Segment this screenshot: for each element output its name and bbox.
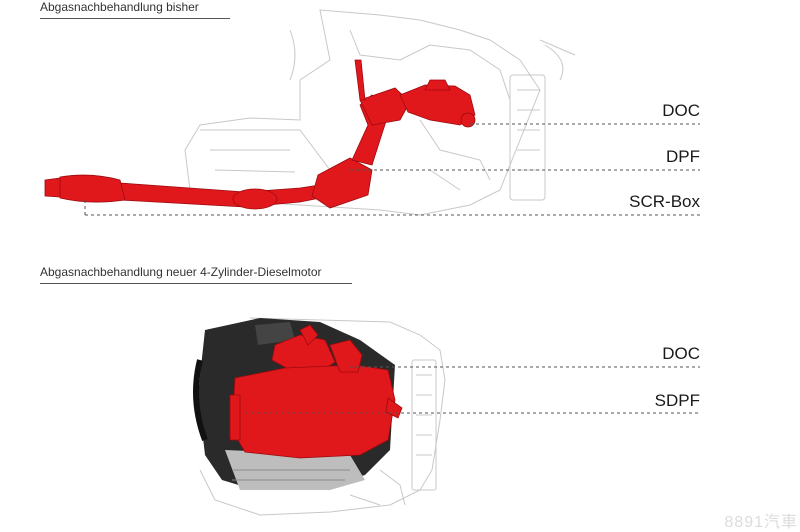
exhaust-system-new — [229, 324, 403, 459]
leader-lines-new — [245, 366, 700, 414]
vehicle-outline-previous — [184, 9, 576, 216]
label-sdpf-new: SDPF — [654, 391, 700, 410]
label-scr-box-previous: SCR-Box — [629, 192, 700, 211]
leader-lines-previous — [84, 123, 700, 216]
label-doc-previous: DOC — [662, 101, 700, 120]
watermark-logo: 8891汽車 — [724, 514, 798, 531]
exhaust-system-previous — [44, 59, 476, 210]
section-title-new-engine: Abgasnachbehandlung neuer 4-Zylinder-Die… — [40, 265, 352, 284]
label-dpf-previous: DPF — [666, 147, 700, 166]
label-doc-new: DOC — [662, 344, 700, 363]
section-title-previous: Abgasnachbehandlung bisher — [40, 0, 230, 19]
vehicle-outline-new — [199, 317, 446, 516]
